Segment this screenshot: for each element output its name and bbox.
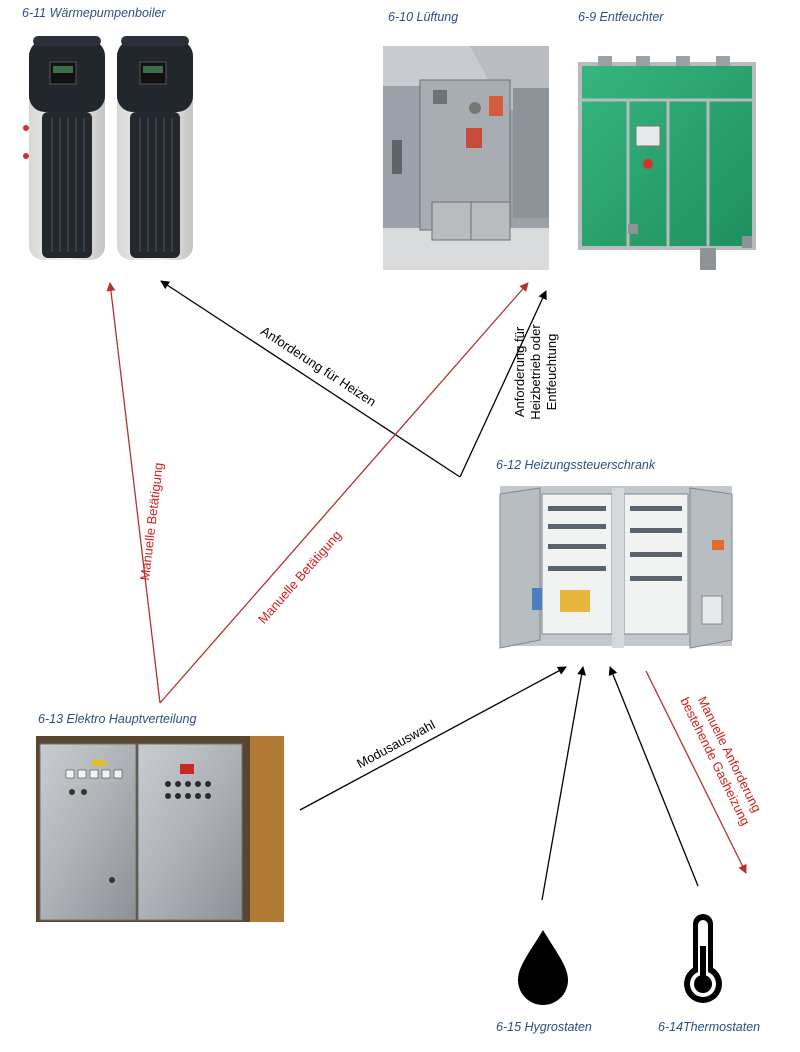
arrow-mode-select bbox=[299, 666, 567, 811]
arrow-manual-heatpump bbox=[106, 282, 161, 704]
label-manual-ventilation: Manuelle Betätigung bbox=[255, 528, 344, 627]
label-heat-or-dehum-line1: Anforderung für bbox=[512, 326, 527, 417]
dehumidifier-caption: 6-9 Entfeuchter bbox=[578, 10, 664, 24]
heating-cabinet-caption: 6-12 Heizungssteuerschrank bbox=[496, 458, 656, 472]
thermometer-icon bbox=[684, 914, 722, 1003]
label-heat-or-dehum-line3: Entfeuchtung bbox=[544, 334, 559, 411]
heatpump-unit-left bbox=[23, 36, 105, 260]
ventilation-image bbox=[383, 46, 549, 270]
label-mode-select: Modusauswahl bbox=[354, 717, 438, 771]
heatpump-caption: 6-11 Wärmepumpenboiler bbox=[22, 6, 166, 20]
arrow-thermostat bbox=[608, 666, 699, 887]
arrow-hygrostat bbox=[541, 666, 587, 901]
arrow-heat-or-dehum bbox=[459, 290, 547, 478]
arrow-heating-request bbox=[160, 280, 461, 478]
heatpump-boiler-image bbox=[23, 36, 193, 260]
label-heat-or-dehum: Anforderung für Heizbetrieb oder Entfeuc… bbox=[512, 324, 559, 420]
label-heating-request: Anforderung für Heizen bbox=[258, 323, 379, 409]
heating-cabinet-image bbox=[499, 486, 733, 649]
ventilation-caption: 6-10 Lüftung bbox=[388, 10, 459, 24]
label-manual-request: Manuelle Anforderung bestehende Gasheizu… bbox=[677, 694, 764, 828]
label-manual-heatpump: Manuelle Betätigung bbox=[137, 462, 166, 581]
label-heat-or-dehum-line2: Heizbetrieb oder bbox=[528, 324, 543, 420]
arrow-manual-request bbox=[645, 670, 747, 874]
main-distribution-image bbox=[36, 736, 284, 922]
main-distribution-caption: 6-13 Elektro Hauptverteilung bbox=[38, 712, 197, 726]
arrow-manual-ventilation bbox=[159, 282, 529, 704]
hygrostat-caption: 6-15 Hygrostaten bbox=[496, 1020, 592, 1034]
dehumidifier-image bbox=[578, 56, 756, 270]
water-drop-icon bbox=[518, 930, 568, 1005]
thermostat-caption: 6-14Thermostaten bbox=[658, 1020, 761, 1034]
heatpump-unit-right bbox=[117, 36, 193, 260]
